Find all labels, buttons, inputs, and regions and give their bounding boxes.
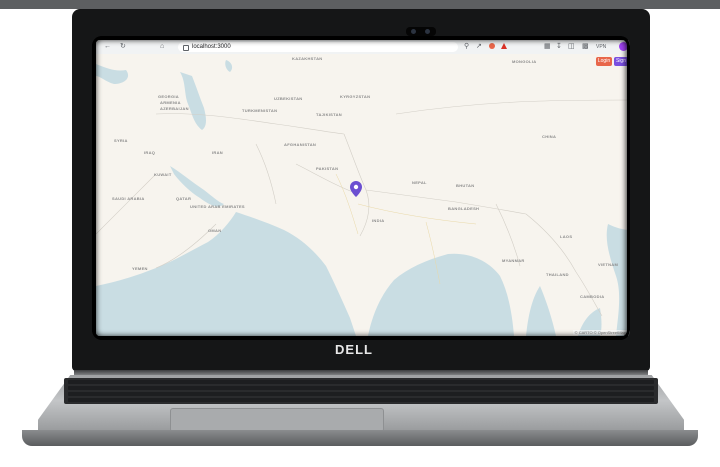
share-icon[interactable]: ↗ bbox=[476, 43, 482, 50]
south-china-sea bbox=[606, 224, 630, 336]
webcam bbox=[406, 27, 436, 36]
tab-icon[interactable]: ▩ bbox=[582, 43, 589, 50]
key-row-numbers bbox=[68, 386, 654, 390]
label-afghanistan: AFGHANISTAN bbox=[284, 142, 317, 147]
label-saudi-arabia: SAUDI ARABIA bbox=[112, 196, 145, 201]
label-uae: UNITED ARAB EMIRATES bbox=[190, 204, 245, 209]
label-china: CHINA bbox=[542, 134, 557, 139]
keyboard bbox=[64, 378, 658, 404]
label-kazakhstan: KAZAKHSTAN bbox=[292, 56, 323, 61]
site-info-icon[interactable] bbox=[183, 45, 189, 51]
aral-sea bbox=[225, 60, 233, 72]
laptop-screen: ← ↻ ⌂ localhost:3000 ⚲ ↗ ▦ ↧ ◫ ▩ VPN bbox=[92, 36, 630, 340]
label-pakistan: PAKISTAN bbox=[316, 166, 339, 171]
caspian-sea bbox=[180, 72, 206, 130]
laptop-front-edge bbox=[22, 430, 698, 446]
label-kyrgyzstan: KYRGYZSTAN bbox=[340, 94, 371, 99]
label-iran: IRAN bbox=[212, 150, 223, 155]
login-button[interactable]: Login bbox=[596, 57, 612, 66]
reload-icon[interactable]: ↻ bbox=[120, 43, 126, 50]
label-iraq: IRAQ bbox=[144, 150, 156, 155]
touchpad bbox=[170, 408, 384, 432]
key-row-letters bbox=[68, 392, 654, 396]
home-icon[interactable]: ⌂ bbox=[160, 43, 165, 50]
key-row-function bbox=[68, 380, 654, 384]
map-view[interactable]: Login Sign KAZAKHSTAN MONGOLIA UZBEKISTA… bbox=[96, 54, 630, 336]
label-azerbaijan: AZERBAIJAN bbox=[160, 106, 189, 111]
label-tajikistan: TAJIKISTAN bbox=[316, 112, 342, 117]
profile-avatar[interactable] bbox=[619, 42, 628, 51]
label-turkmenistan: TURKMENISTAN bbox=[242, 108, 278, 113]
url-text: localhost:3000 bbox=[192, 44, 231, 50]
warning-extension-icon[interactable] bbox=[501, 43, 507, 49]
label-qatar: QATAR bbox=[176, 196, 192, 201]
label-uzbekistan: UZBEKISTAN bbox=[274, 96, 303, 101]
back-icon[interactable]: ← bbox=[104, 43, 111, 50]
label-georgia: GEORGIA bbox=[158, 94, 179, 99]
location-pin-icon[interactable] bbox=[350, 181, 362, 197]
arabian-sea bbox=[96, 212, 356, 336]
zoom-icon[interactable]: ⚲ bbox=[464, 43, 470, 50]
black-sea bbox=[96, 64, 129, 84]
extension-icon[interactable] bbox=[489, 43, 495, 49]
label-oman: OMAN bbox=[208, 228, 222, 233]
label-syria: SYRIA bbox=[114, 138, 128, 143]
persian-gulf bbox=[170, 166, 224, 207]
browser-toolbar: ← ↻ ⌂ localhost:3000 ⚲ ↗ ▦ ↧ ◫ ▩ VPN bbox=[96, 40, 630, 54]
gulf-of-thailand bbox=[578, 308, 602, 336]
vpn-badge[interactable]: VPN bbox=[596, 44, 607, 50]
label-india: INDIA bbox=[372, 218, 385, 223]
label-armenia: ARMENIA bbox=[160, 100, 181, 105]
label-vietnam: VIETNAM bbox=[598, 262, 619, 267]
bay-of-bengal bbox=[368, 253, 514, 336]
label-laos: LAOS bbox=[560, 234, 573, 239]
label-nepal: NEPAL bbox=[412, 180, 427, 185]
label-thailand: THAILAND bbox=[546, 272, 569, 277]
label-yemen: YEMEN bbox=[132, 266, 148, 271]
label-bhutan: BHUTAN bbox=[456, 183, 475, 188]
map-attribution[interactable]: © CARTO © OpenStreetMap bbox=[572, 330, 628, 335]
top-strip bbox=[0, 0, 720, 9]
sidepanel-icon[interactable]: ◫ bbox=[568, 43, 575, 50]
address-bar[interactable]: localhost:3000 bbox=[178, 42, 458, 52]
basemap bbox=[96, 60, 630, 336]
label-kuwait: KUWAIT bbox=[154, 172, 172, 177]
download-icon[interactable]: ↧ bbox=[556, 43, 562, 50]
label-myanmar: MYANMAR bbox=[502, 258, 525, 263]
label-cambodia: CAMBODIA bbox=[580, 294, 605, 299]
laptop-hinge bbox=[74, 370, 648, 376]
puzzle-icon[interactable]: ▦ bbox=[544, 43, 551, 50]
key-row-bottom bbox=[68, 398, 654, 402]
signup-button[interactable]: Sign bbox=[614, 57, 628, 66]
andaman-sea bbox=[526, 286, 556, 336]
label-mongolia: MONGOLIA bbox=[512, 59, 537, 64]
brand-logo: DELL bbox=[335, 342, 373, 357]
label-bangladesh: BANGLADESH bbox=[448, 206, 480, 211]
